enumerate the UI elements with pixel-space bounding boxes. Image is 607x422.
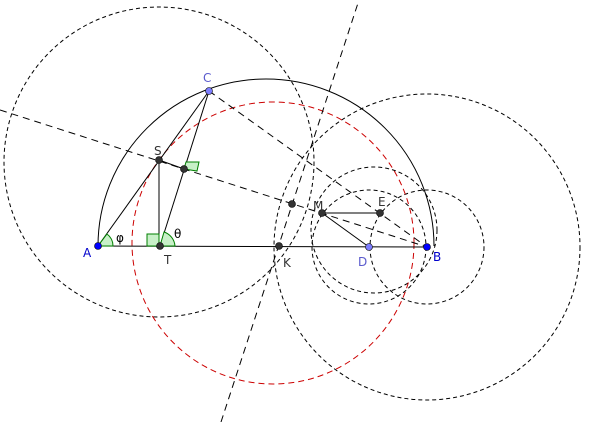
point-k[interactable]: [275, 242, 283, 250]
label-m: M: [313, 199, 323, 213]
point-t[interactable]: [156, 242, 164, 250]
long-dashed-line: [220, 0, 360, 422]
segment-md: [321, 212, 370, 248]
point-a[interactable]: [94, 242, 102, 250]
point-s[interactable]: [155, 156, 163, 164]
point-mid[interactable]: [288, 200, 296, 208]
semicircle-arc: [97, 78, 435, 247]
label-a: A: [83, 246, 92, 260]
point-c[interactable]: [205, 87, 213, 95]
point-m[interactable]: [318, 209, 326, 217]
point-e[interactable]: [376, 209, 384, 217]
label-c: C: [203, 71, 211, 85]
label-s: S: [154, 144, 162, 158]
label-d: D: [358, 255, 367, 269]
point-d[interactable]: [365, 243, 373, 251]
label-t: T: [163, 253, 172, 267]
label-phi: φ: [116, 231, 124, 245]
angle-marker-theta: [159, 231, 176, 247]
segment-s-foot: [158, 159, 185, 170]
circle-center-m: [310, 166, 438, 294]
circle-center-d-large: [273, 93, 581, 401]
dashed-line-c-to-b: [208, 90, 428, 248]
segment-ac: [97, 90, 210, 247]
label-e: E: [378, 195, 386, 209]
right-angle-t: [146, 233, 160, 247]
angle-marker-phi: [97, 233, 114, 247]
point-foot[interactable]: [180, 165, 188, 173]
circle-center-s: [3, 6, 315, 318]
point-b[interactable]: [423, 243, 431, 251]
label-b: B: [433, 250, 441, 264]
label-k: K: [283, 256, 292, 270]
dashed-line-to-b: [0, 109, 428, 248]
label-theta: θ: [174, 227, 181, 241]
